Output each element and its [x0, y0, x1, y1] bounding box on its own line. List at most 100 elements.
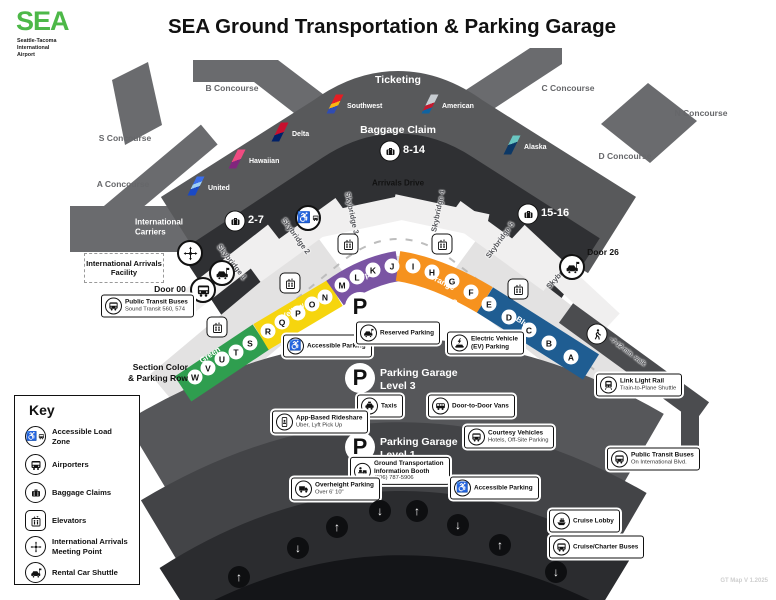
international-arrivals-meeting-point-icon	[25, 536, 46, 557]
taxi-icon	[361, 397, 378, 415]
key-title: Key	[29, 402, 55, 418]
lane-dashes	[184, 238, 619, 391]
section-note-line1: Section Color	[132, 362, 188, 372]
label-n-concourse: N Concourse	[674, 108, 728, 118]
intl-blvd-text: Public Transit Buses On International Bl…	[631, 452, 694, 467]
public-transit-buses-label: Public Transit Buses On International Bl…	[607, 447, 700, 471]
accessible-load-zone-icon: ♿	[25, 426, 46, 447]
ev-charging-icon	[451, 334, 468, 352]
light-rail-train-icon	[600, 376, 617, 394]
key-label: Airporters	[52, 459, 89, 469]
parking-row-letter: K	[365, 262, 381, 278]
sound-sub: Sound Transit 560, 574	[125, 306, 185, 313]
key-label: International Arrivals Meeting Point	[52, 537, 128, 556]
key-item-international-arrivals-meeting-point: International Arrivals Meeting Point	[25, 536, 130, 557]
transit-bus-icon	[105, 297, 122, 315]
intl-blvd-sub: On International Blvd.	[631, 459, 687, 466]
light-rail-title: Link Light Rail	[620, 377, 665, 385]
accessible-parking-text: Accessible Parking	[474, 484, 533, 492]
sound-title: Public Transit Buses	[125, 298, 188, 306]
section-color-note: Section Color & Parking Row	[100, 362, 188, 385]
parking-p-symbol: P	[345, 363, 375, 393]
reserved-parking-text: Reserved Parking	[380, 329, 434, 337]
elevators-icon	[337, 233, 359, 255]
elevators-icon	[279, 272, 301, 294]
label-parking-level-3: Parking Garage Level 3	[380, 367, 458, 392]
key-label: Elevators	[52, 515, 87, 525]
rideshare-sub: Uber, Lyft Pick Up	[296, 422, 343, 429]
elevators-icon	[25, 510, 46, 531]
parking-row-letter: L	[349, 269, 365, 285]
baggage-claim-band	[179, 133, 600, 329]
sea-logo: SEA	[16, 6, 70, 36]
label-ticketing: Ticketing	[375, 74, 421, 86]
parking-row-letter: Q	[274, 314, 290, 330]
baggage-claims-icon	[224, 210, 246, 232]
key-item-baggage-claims: Baggage Claims	[25, 482, 130, 503]
van-icon	[432, 397, 449, 415]
ev-line2: (EV) Parking	[471, 343, 509, 350]
key-item-accessible-load-zone: ♿ Accessible Load Zone	[25, 426, 130, 447]
booth-line2: Information Booth	[374, 467, 430, 475]
overheight-parking-label: Overheight Parking Over 6' 10"	[291, 477, 380, 501]
overheight-text: Overheight Parking Over 6' 10"	[315, 482, 374, 497]
courtesy-text: Courtesy Vehicles Hotels, Off-Site Parki…	[488, 430, 548, 445]
charter-bus-icon	[553, 538, 570, 556]
terminal-base-band	[214, 555, 590, 600]
label-arrivals-drive: Arrivals Drive	[371, 178, 425, 188]
level-text: Level 3	[380, 379, 416, 392]
label-southwest: Southwest	[347, 103, 383, 110]
label-c-concourse: C Concourse	[541, 83, 595, 93]
skybridge-6-shape	[508, 224, 620, 332]
airporters-icon	[190, 277, 216, 303]
elevators-icon	[507, 278, 529, 300]
parking-garage-text: Parking Garage	[380, 436, 458, 448]
parking-row-letter: G	[444, 273, 460, 289]
accessible-parking-label: ♿ Accessible Parking	[283, 334, 372, 358]
accessible-parking-label: ♿ Accessible Parking	[450, 476, 539, 500]
ev-parking-text: Electric Vehicle (EV) Parking	[471, 335, 518, 350]
parking-row-letter: D	[501, 309, 517, 325]
taxis-text: Taxis	[381, 402, 397, 410]
airporters-icon	[25, 454, 46, 475]
label-d-concourse: D Concourse	[598, 151, 652, 161]
accessible-load-zone-icon: ♿	[295, 205, 321, 231]
lane-arrow-down-icon: ↓	[287, 537, 309, 559]
label-alaska: Alaska	[524, 144, 547, 151]
overheight-title: Overheight Parking	[315, 481, 374, 489]
key-label: Rental Car Shuttle	[52, 567, 118, 577]
map-version: GT Map V 1.2025	[720, 578, 768, 584]
sound-transit-label: Public Transit Buses Sound Transit 560, …	[101, 294, 194, 318]
parking-row-letter: W	[187, 369, 203, 385]
label-a-concourse: A Concourse	[96, 179, 150, 189]
elevators-icon	[206, 316, 228, 338]
key-item-elevators: Elevators	[25, 510, 130, 531]
label-international-carriers: International Carriers	[135, 217, 184, 236]
label-baggage-15-16: 15-16	[541, 207, 570, 219]
sea-logo-subtitle: Seattle-Tacoma International Airport	[17, 38, 57, 58]
courtesy-sub: Hotels, Off-Site Parking	[488, 437, 549, 444]
ev-line1: Electric Vehicle	[471, 335, 518, 343]
door-to-door-vans-label: Door-to-Door Vans	[428, 394, 515, 418]
key-item-airporters: Airporters	[25, 454, 130, 475]
light-rail-text: Link Light Rail Train-to-Plane Shuttle	[620, 378, 676, 393]
parking-row-letter: U	[214, 351, 230, 367]
rideshare-label: App-Based Rideshare Uber, Lyft Pick Up	[272, 410, 369, 434]
parking-row-letter: R	[260, 323, 276, 339]
vans-text: Door-to-Door Vans	[452, 402, 509, 410]
courtesy-bus-icon	[468, 428, 485, 446]
transit-bus-icon	[611, 450, 628, 468]
light-rail-sub: Train-to-Plane Shuttle	[620, 385, 677, 392]
rental-car-shuttle-icon	[559, 254, 585, 280]
overheight-sub: Over 6' 10"	[315, 489, 344, 496]
skybridge-3-shape	[304, 196, 404, 240]
courtesy-vehicles-label: Courtesy Vehicles Hotels, Off-Site Parki…	[464, 425, 555, 449]
booth-phone: (206) 787-5906	[374, 475, 414, 482]
parking-row-letter: C	[521, 322, 537, 338]
parking-row-letter: B	[541, 335, 557, 351]
lane-arrow-down-icon: ↓	[545, 561, 567, 583]
booth-text: Ground Transportation Information Booth …	[374, 460, 444, 482]
baggage-claims-icon	[517, 203, 539, 225]
label-hawaiian: Hawaiian	[249, 158, 280, 165]
